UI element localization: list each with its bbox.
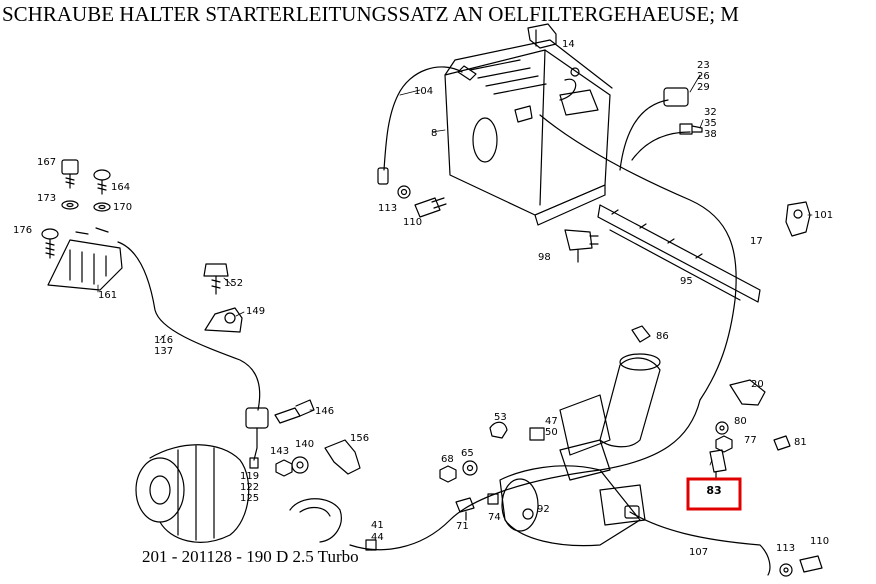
parts-143-140-156 bbox=[275, 439, 361, 477]
cable-104 bbox=[377, 65, 477, 185]
part-label-92[interactable]: 92 bbox=[537, 504, 550, 515]
part-label-101[interactable]: 101 bbox=[814, 210, 833, 221]
part-161-bracket bbox=[47, 227, 123, 291]
leader-lines bbox=[97, 74, 813, 466]
part-14-clip bbox=[527, 23, 557, 49]
part-label-107[interactable]: 107 bbox=[689, 547, 708, 558]
part-label-113a[interactable]: 113 bbox=[378, 203, 397, 214]
part-label-110b[interactable]: 110 bbox=[810, 536, 829, 547]
part-label-110a[interactable]: 110 bbox=[403, 217, 422, 228]
model-caption: 201 - 201128 - 190 D 2.5 Turbo bbox=[142, 547, 359, 566]
cable-107 bbox=[624, 505, 823, 577]
part-label-170[interactable]: 170 bbox=[113, 202, 132, 213]
part-label-152[interactable]: 152 bbox=[224, 278, 243, 289]
part-label-20[interactable]: 20 bbox=[751, 379, 764, 390]
part-label-38[interactable]: 38 bbox=[704, 129, 717, 140]
alternator-drawing bbox=[135, 444, 250, 543]
page-title: SCHRAUBE HALTER STARTERLEITUNGSSATZ AN O… bbox=[2, 2, 739, 26]
part-label-116[interactable]: 116 bbox=[154, 335, 173, 346]
part-label-81[interactable]: 81 bbox=[794, 437, 807, 448]
part-label-65[interactable]: 65 bbox=[461, 448, 474, 459]
part-label-50[interactable]: 50 bbox=[545, 427, 558, 438]
part-label-53[interactable]: 53 bbox=[494, 412, 507, 423]
part-83-highlight bbox=[686, 477, 742, 511]
clamp-bottom bbox=[289, 498, 377, 551]
part-label-17[interactable]: 17 bbox=[750, 236, 763, 247]
part-label-80[interactable]: 80 bbox=[734, 416, 747, 427]
part-label-113b[interactable]: 113 bbox=[776, 543, 795, 554]
part-101-clip bbox=[785, 201, 811, 237]
part-label-98[interactable]: 98 bbox=[538, 252, 551, 263]
part-label-140[interactable]: 140 bbox=[295, 439, 314, 450]
part-label-41[interactable]: 41 bbox=[371, 520, 384, 531]
highlight-frame bbox=[686, 477, 742, 511]
battery-drawing bbox=[444, 39, 613, 226]
part-label-173[interactable]: 173 bbox=[37, 193, 56, 204]
part-label-68[interactable]: 68 bbox=[441, 454, 454, 465]
part-label-71[interactable]: 71 bbox=[456, 521, 469, 532]
part-label-74[interactable]: 74 bbox=[488, 512, 501, 523]
part-label-167[interactable]: 167 bbox=[37, 157, 56, 168]
part-label-14[interactable]: 14 bbox=[562, 39, 575, 50]
part-label-44[interactable]: 44 bbox=[371, 532, 384, 543]
starter-motor-drawing bbox=[499, 353, 661, 547]
part-label-164[interactable]: 164 bbox=[111, 182, 130, 193]
part-label-35[interactable]: 35 bbox=[704, 118, 717, 129]
part-label-77[interactable]: 77 bbox=[744, 435, 757, 446]
part-label-83[interactable]: 83 bbox=[706, 484, 721, 497]
part-label-104[interactable]: 104 bbox=[414, 86, 433, 97]
sensor-harness bbox=[559, 67, 703, 171]
cable-116 bbox=[117, 241, 269, 469]
part-label-86[interactable]: 86 bbox=[656, 331, 669, 342]
part-label-32[interactable]: 32 bbox=[704, 107, 717, 118]
part-label-176[interactable]: 176 bbox=[13, 225, 32, 236]
part-146-bolt bbox=[274, 399, 315, 424]
part-95-rail bbox=[597, 204, 761, 303]
part-label-29[interactable]: 29 bbox=[697, 82, 710, 93]
part-label-149[interactable]: 149 bbox=[246, 306, 265, 317]
part-label-95[interactable]: 95 bbox=[680, 276, 693, 287]
part-label-146[interactable]: 146 bbox=[315, 406, 334, 417]
part-label-143[interactable]: 143 bbox=[270, 446, 289, 457]
part-label-23[interactable]: 23 bbox=[697, 60, 710, 71]
part-113-110-top bbox=[397, 185, 447, 218]
part-98-connector bbox=[564, 229, 599, 263]
part-label-156[interactable]: 156 bbox=[350, 433, 369, 444]
part-152-149 bbox=[203, 263, 243, 333]
small-parts-center bbox=[439, 421, 545, 521]
cable-17 bbox=[349, 114, 737, 551]
fasteners-left bbox=[41, 159, 111, 259]
part-label-26[interactable]: 26 bbox=[697, 71, 710, 82]
part-label-125[interactable]: 125 bbox=[240, 493, 259, 504]
part-label-47[interactable]: 47 bbox=[545, 416, 558, 427]
part-label-137[interactable]: 137 bbox=[154, 346, 173, 357]
part-label-161[interactable]: 161 bbox=[98, 290, 117, 301]
part-label-119[interactable]: 119 bbox=[240, 471, 259, 482]
part-label-8[interactable]: 8 bbox=[431, 128, 437, 139]
part-label-122[interactable]: 122 bbox=[240, 482, 259, 493]
small-parts-right bbox=[631, 325, 791, 481]
